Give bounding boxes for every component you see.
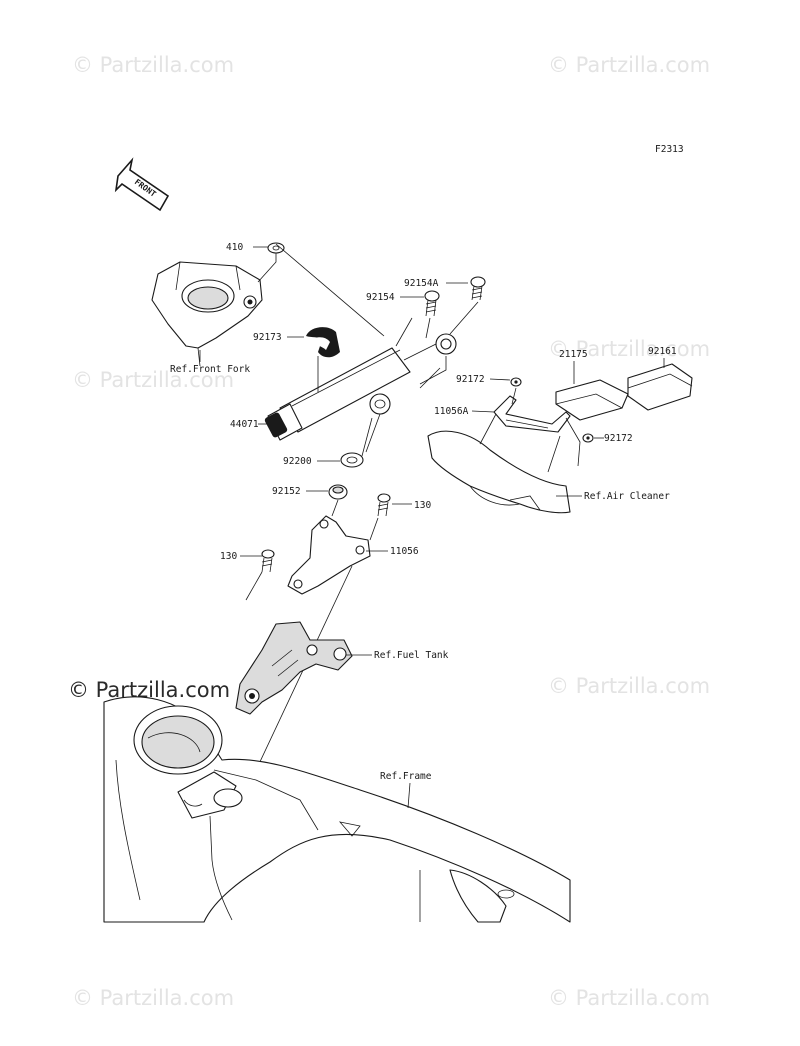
ref-fuel-tank: Ref.Fuel Tank: [374, 650, 449, 661]
callout-11056: 11056: [390, 546, 419, 557]
washer-92200: [340, 452, 364, 468]
front-arrow-icon: FRONT: [114, 157, 170, 212]
watermark: © Partzilla.com: [548, 986, 710, 1010]
callout-92172-bottom: 92172: [604, 433, 633, 444]
callout-92154A: 92154A: [404, 278, 439, 289]
fuel-tank-mount: [235, 621, 353, 715]
callout-44071: 44071: [230, 419, 259, 430]
ref-air-cleaner: Ref.Air Cleaner: [584, 491, 670, 502]
callout-92172-top: 92172: [456, 374, 485, 385]
air-cleaner-housing: [427, 430, 571, 514]
callout-92152: 92152: [272, 486, 301, 497]
screw-92172-bottom: [582, 433, 594, 443]
clip-92173: [306, 327, 340, 358]
screw-92172-top: [510, 377, 522, 387]
callouts: 410 92154A 92154 92173 21175 92161 92172…: [170, 242, 677, 809]
watermark: © Partzilla.com: [72, 986, 234, 1010]
callout-92200: 92200: [283, 456, 312, 467]
callout-92173: 92173: [253, 332, 282, 343]
callout-21175: 21175: [559, 349, 588, 360]
bolt-92154A: [470, 276, 486, 301]
callout-92161: 92161: [648, 346, 677, 357]
bracket-11056: [287, 515, 371, 595]
callout-410: 410: [226, 242, 243, 253]
module-92161: [627, 363, 693, 411]
bolt-130-right: [377, 493, 391, 517]
watermark: © Partzilla.com: [72, 368, 234, 392]
ref-front-fork: Ref.Front Fork: [170, 364, 250, 375]
diagram-code: F2313: [655, 144, 684, 155]
callout-130-right: 130: [414, 500, 431, 511]
nut-92152: [328, 484, 348, 500]
watermark: © Partzilla.com: [72, 53, 234, 77]
watermark: © Partzilla.com: [548, 674, 710, 698]
bracket-11056A: [493, 395, 571, 433]
watermark: © Partzilla.com: [548, 53, 710, 77]
ref-frame: Ref.Frame: [380, 771, 432, 782]
callout-11056A: 11056A: [434, 406, 469, 417]
callout-92154: 92154: [366, 292, 395, 303]
front-fork-clamp: [151, 261, 263, 367]
frame: [103, 696, 571, 923]
callout-130-left: 130: [220, 551, 237, 562]
bolt-130-left: [261, 549, 275, 573]
module-21175: [555, 379, 629, 421]
watermark: © Partzilla.com: [548, 337, 710, 361]
steering-damper-44071: [264, 333, 457, 441]
bolt-92154: [424, 290, 440, 317]
